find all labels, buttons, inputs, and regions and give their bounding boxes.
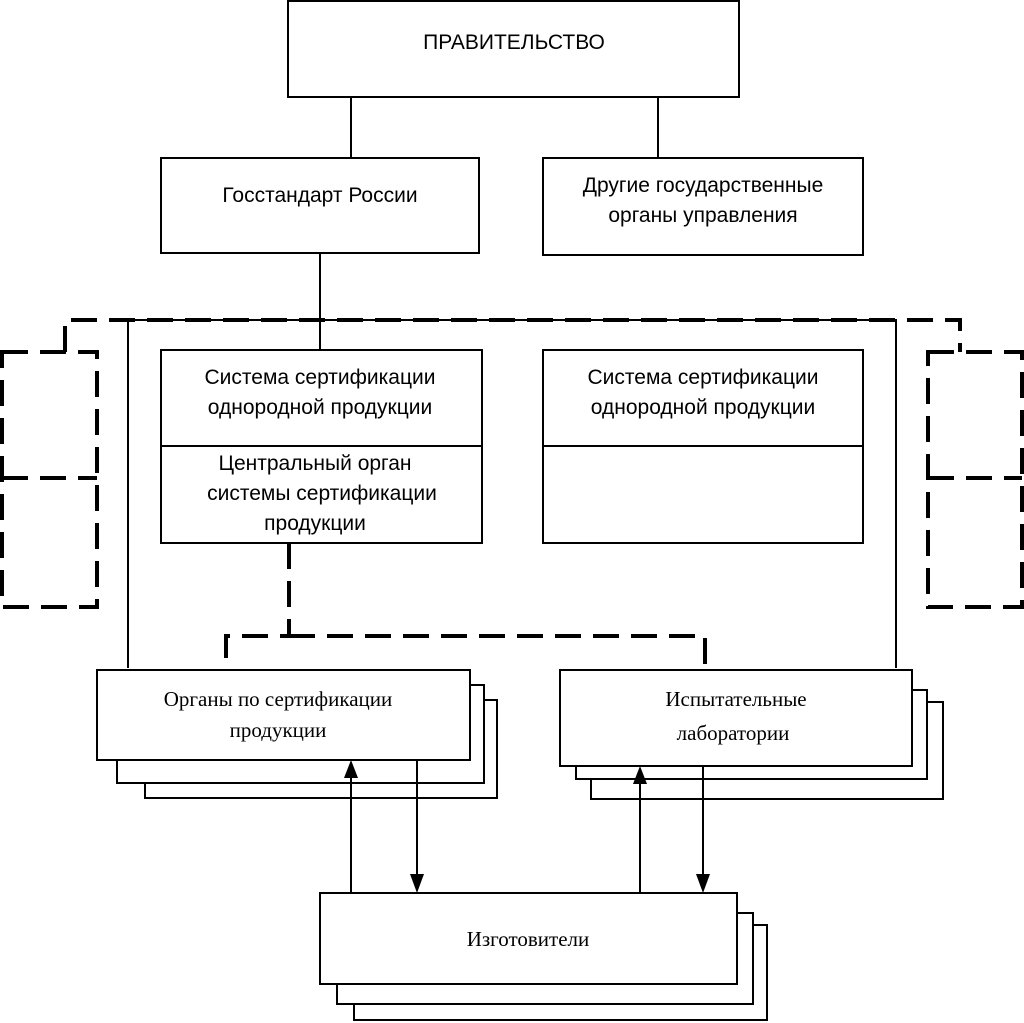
labs-stack: Испытательные лаборатории	[559, 669, 944, 800]
system-left-title-1: Система сертификации	[205, 366, 436, 389]
manufacturers-label: Изготовители	[467, 927, 590, 951]
dashed-connector-labs	[289, 634, 707, 670]
manufacturers-stack: Изготовители	[319, 892, 768, 1021]
cert-bodies-stack: Органы по сертификации продукции	[96, 669, 498, 799]
arrow-cert-bodies-to-manufacturers	[410, 760, 424, 893]
labs-line-1: Испытательные	[665, 687, 806, 711]
system-left-title-2: однородной продукции	[208, 396, 432, 419]
gosstandart-label: Госстандарт России	[222, 184, 417, 207]
other-bodies-line-1: Другие государственные	[583, 174, 824, 197]
dashed-frame	[63, 318, 962, 352]
cert-bodies-line-2: продукции	[230, 718, 327, 742]
arrow-manufacturers-to-cert-bodies	[344, 760, 358, 893]
labs-line-2: лаборатории	[677, 721, 790, 745]
gosstandart-box: Госстандарт России	[160, 157, 480, 254]
system-right-box: Система сертификации однородной продукци…	[542, 349, 864, 544]
other-bodies-box: Другие государственные органы управления	[542, 157, 864, 256]
system-left-box: Система сертификации однородной продукци…	[160, 349, 483, 544]
dashed-connector-cert-bodies	[224, 543, 291, 670]
government-label: ПРАВИТЕЛЬСТВО	[423, 31, 605, 54]
system-right-title-2: однородной продукции	[591, 396, 815, 419]
system-right-title-1: Система сертификации	[588, 366, 819, 389]
arrow-labs-to-manufacturers	[696, 766, 710, 893]
other-bodies-line-2: органы управления	[608, 204, 797, 227]
government-box: ПРАВИТЕЛЬСТВО	[287, 0, 740, 98]
central-organ-line-3: продукции	[264, 512, 366, 535]
central-organ-line-1: Центральный орган	[218, 452, 411, 475]
central-organ-line-2: системы сертификации	[207, 482, 437, 505]
arrow-manufacturers-to-labs	[633, 766, 647, 893]
cert-bodies-line-1: Органы по сертификации	[164, 687, 393, 711]
